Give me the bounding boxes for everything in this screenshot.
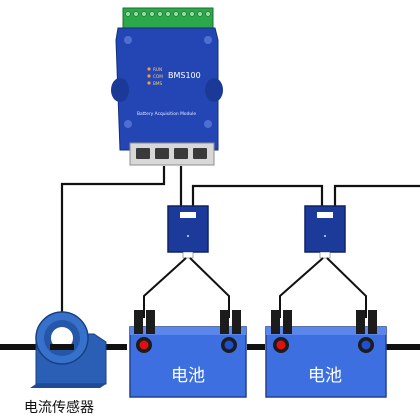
bms-led [147, 81, 151, 85]
terminal-screws [125, 11, 211, 17]
battery-2-label: 电池 [308, 366, 342, 386]
sense-leads [143, 257, 367, 318]
battery-2: 电池 [265, 310, 387, 398]
indicator-run: RUN [153, 67, 162, 72]
run-led [147, 67, 151, 71]
battery-1: 电池 [129, 310, 247, 398]
indicator-com: COM [153, 74, 163, 79]
status-leds: RUN COM BMS [147, 67, 163, 86]
bms100-module: RUN COM BMS BMS100 Battery Acquisition M… [111, 7, 223, 166]
signal-wires [60, 166, 420, 316]
collector-box-1 [167, 205, 209, 259]
com-led [147, 74, 151, 78]
collector-box-2 [304, 205, 346, 259]
module-subtitle: Battery Acquisition Module [137, 111, 196, 117]
battery-1-label: 电池 [171, 366, 205, 386]
sensor-hole [51, 327, 73, 349]
current-sensor [30, 311, 107, 388]
rj-ports [136, 148, 207, 159]
current-sensor-label: 电流传感器 [24, 399, 94, 416]
indicator-bms: BMS [153, 81, 162, 86]
module-brand: BMS100 [168, 71, 201, 80]
